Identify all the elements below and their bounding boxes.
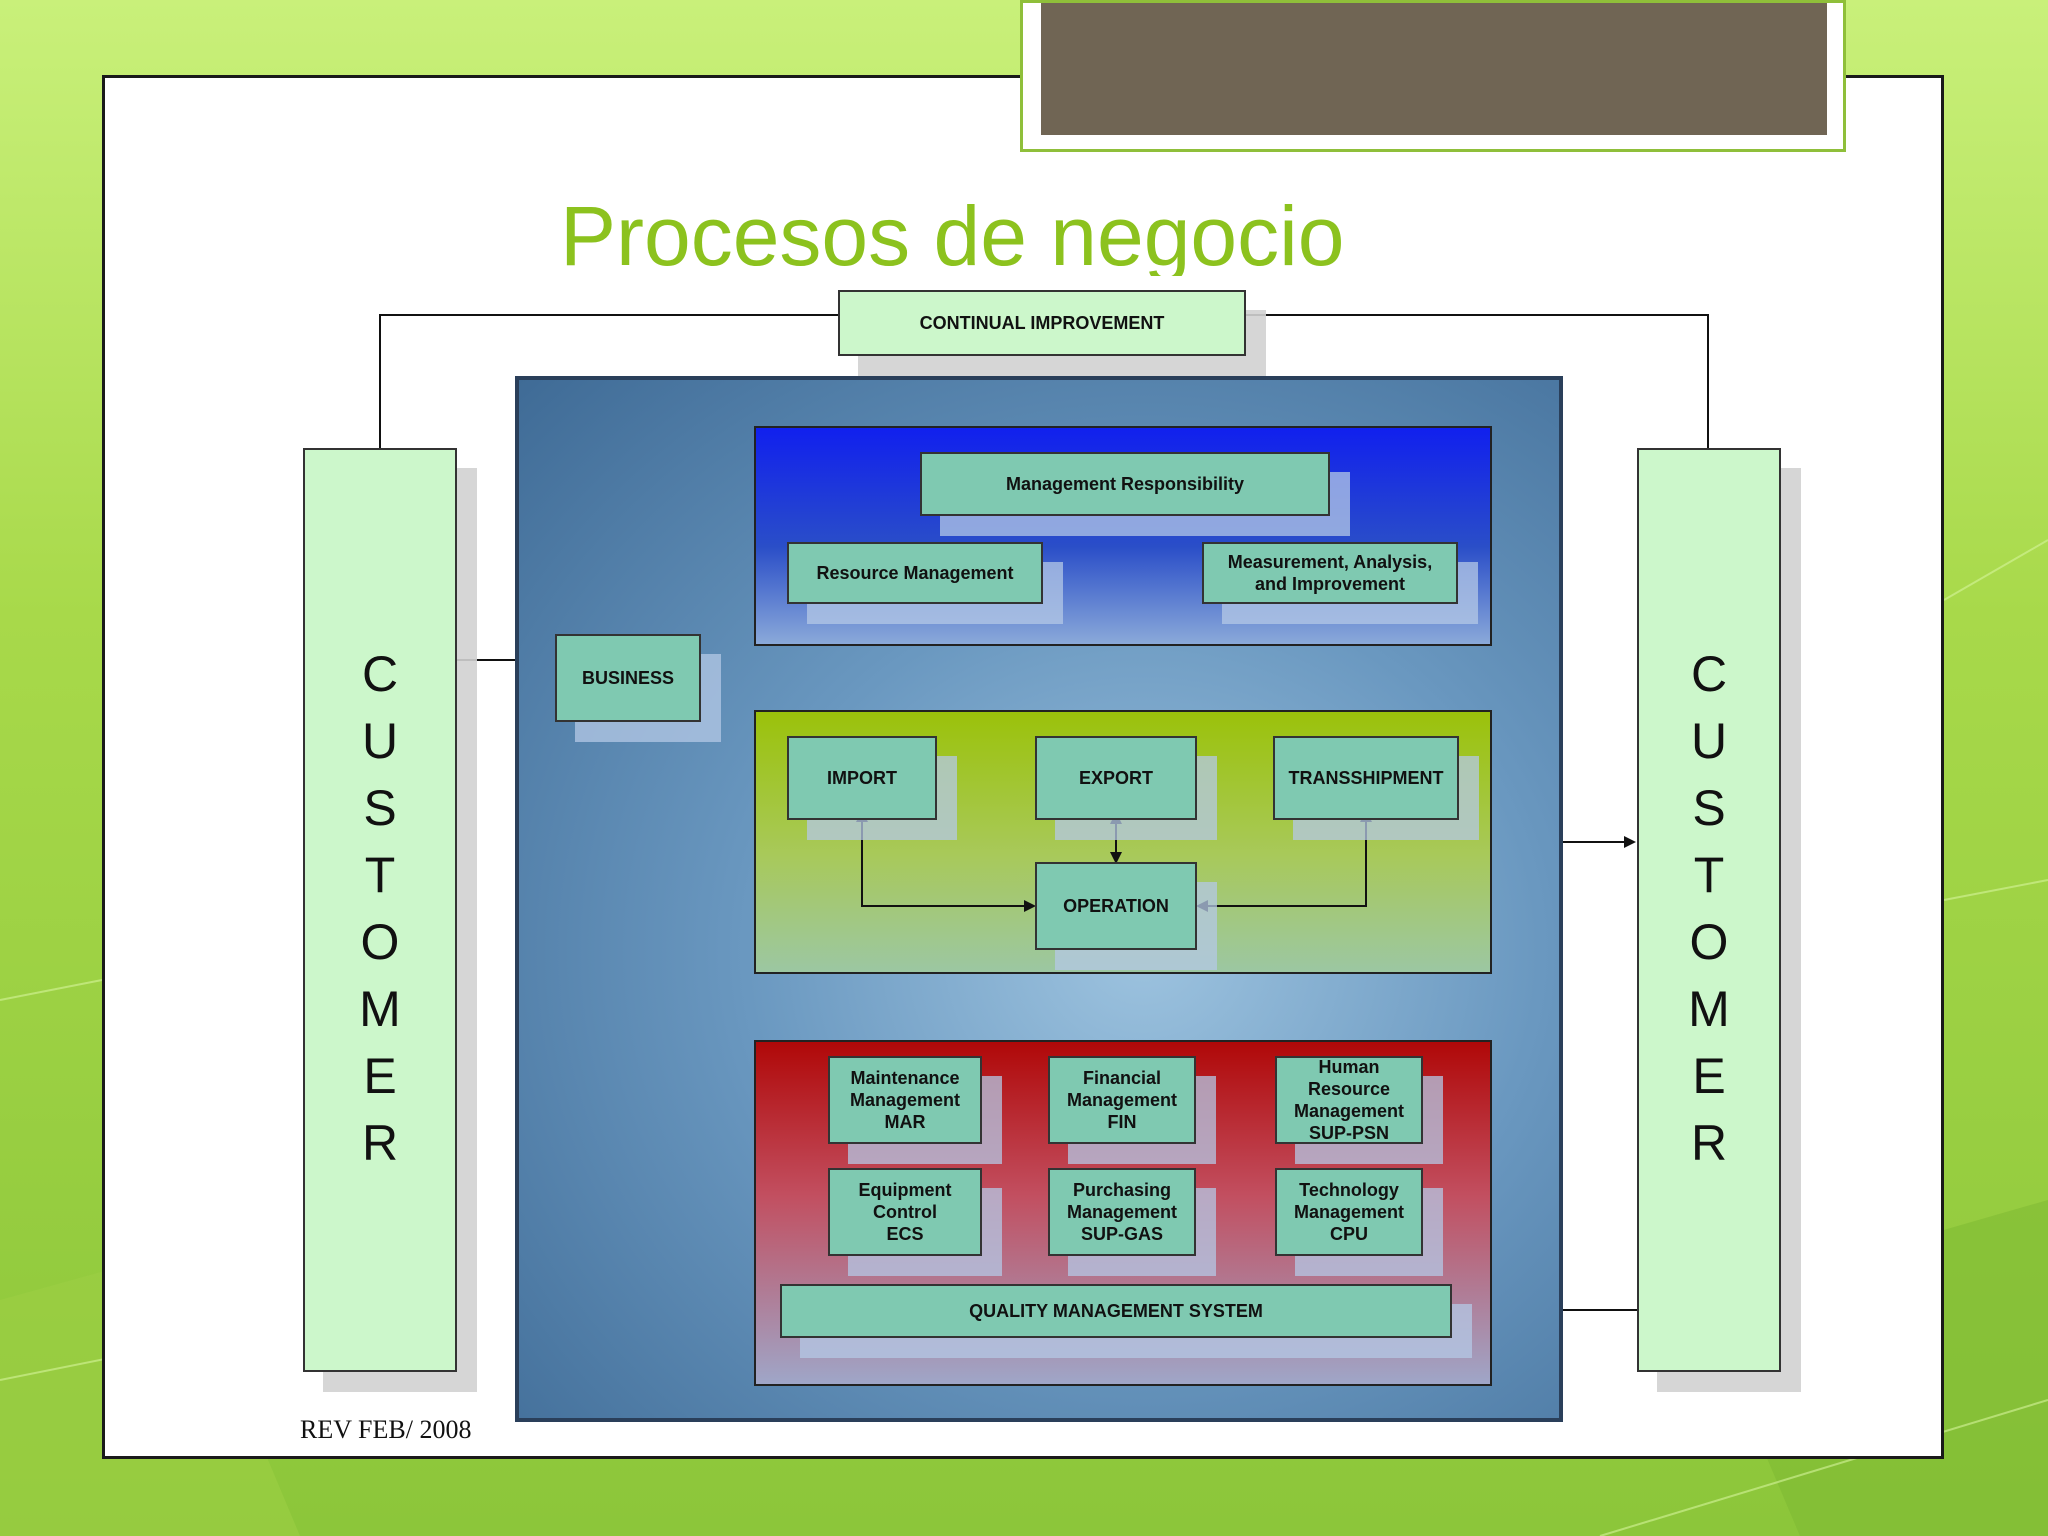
photo-frame	[1020, 0, 1846, 152]
financial-label-line: Financial	[1082, 1068, 1162, 1088]
business-box: BUSINESS	[555, 634, 701, 722]
customer-left-letter: U	[361, 713, 399, 769]
technology-label-line: Technology	[1299, 1180, 1399, 1200]
customer-right-letter: R	[1690, 1115, 1728, 1171]
measurement-box: Measurement, Analysis, and Improvement	[1202, 542, 1458, 604]
customer-left-letter: O	[360, 914, 400, 970]
customer-right-letter: S	[1692, 780, 1726, 836]
technology-label-line: Management	[1293, 1202, 1405, 1222]
technology-box: Technology Management CPU	[1275, 1168, 1423, 1256]
human-resource-label-line: Resource	[1307, 1079, 1391, 1099]
customer-right-letter: U	[1690, 713, 1728, 769]
business-label: BUSINESS	[581, 668, 675, 688]
equipment-box: Equipment Control ECS	[828, 1168, 982, 1256]
transshipment-box: TRANSSHIPMENT	[1273, 736, 1459, 820]
resource-management-box: Resource Management	[787, 542, 1043, 604]
measurement-label-line: Measurement, Analysis,	[1227, 552, 1433, 572]
purchasing-label-line: SUP-GAS	[1080, 1224, 1163, 1244]
equipment-label-line: Equipment	[858, 1180, 952, 1200]
financial-label-line: Management	[1066, 1090, 1178, 1110]
customer-right-letter: O	[1689, 914, 1729, 970]
quality-management-label: QUALITY MANAGEMENT SYSTEM	[969, 1301, 1263, 1321]
customer-left-letter: T	[364, 847, 396, 903]
operation-label: OPERATION	[1063, 896, 1169, 916]
maintenance-box: Maintenance Management MAR	[828, 1056, 982, 1144]
resource-management-label: Resource Management	[816, 563, 1014, 583]
customer-left-letter: S	[363, 780, 397, 836]
import-label: IMPORT	[827, 768, 897, 788]
customer-right-letter: C	[1690, 646, 1728, 702]
export-label: EXPORT	[1078, 768, 1153, 788]
financial-label-line: FIN	[1107, 1112, 1137, 1132]
purchasing-label-line: Management	[1066, 1202, 1178, 1222]
human-resource-label-line: SUP-PSN	[1308, 1123, 1389, 1143]
transshipment-label: TRANSSHIPMENT	[1288, 768, 1444, 788]
management-responsibility-box: Management Responsibility	[920, 452, 1330, 516]
customer-right-letter: E	[1692, 1048, 1726, 1104]
purchasing-box: Purchasing Management SUP-GAS	[1048, 1168, 1196, 1256]
customer-right-letter: M	[1688, 981, 1730, 1037]
import-box: IMPORT	[787, 736, 937, 820]
customer-left-letter: M	[359, 981, 401, 1037]
continual-improvement-label: CONTINUAL IMPROVEMENT	[919, 313, 1165, 333]
customer-left-letter: E	[363, 1048, 397, 1104]
human-resource-label-line: Human	[1318, 1057, 1380, 1077]
financial-box: Financial Management FIN	[1048, 1056, 1196, 1144]
customer-right-column: C U S T O M E R	[1637, 448, 1781, 1372]
customer-left-column: C U S T O M E R	[303, 448, 457, 1372]
purchasing-label-line: Purchasing	[1072, 1180, 1172, 1200]
measurement-label-line: and Improvement	[1254, 574, 1405, 594]
maintenance-label-line: Management	[849, 1090, 961, 1110]
slide-title: Procesos de negocio	[560, 189, 1345, 276]
revision-note: REV FEB/ 2008	[300, 1415, 472, 1444]
quality-management-box: QUALITY MANAGEMENT SYSTEM	[780, 1284, 1452, 1338]
export-box: EXPORT	[1035, 736, 1197, 820]
management-responsibility-label: Management Responsibility	[1005, 474, 1245, 494]
human-resource-label-line: Management	[1293, 1101, 1405, 1121]
equipment-label-line: ECS	[886, 1224, 924, 1244]
customer-right-letter: T	[1693, 847, 1725, 903]
operation-box: OPERATION	[1035, 862, 1197, 950]
maintenance-label-line: MAR	[884, 1112, 926, 1132]
technology-label-line: CPU	[1329, 1224, 1368, 1244]
continual-improvement-box: CONTINUAL IMPROVEMENT	[838, 290, 1246, 356]
maintenance-label-line: Maintenance	[850, 1068, 960, 1088]
photo-placeholder	[1041, 3, 1827, 135]
human-resource-box: Human Resource Management SUP-PSN	[1275, 1056, 1423, 1144]
customer-left-letter: R	[361, 1115, 399, 1171]
equipment-label-line: Control	[873, 1202, 937, 1222]
customer-left-letter: C	[361, 646, 399, 702]
